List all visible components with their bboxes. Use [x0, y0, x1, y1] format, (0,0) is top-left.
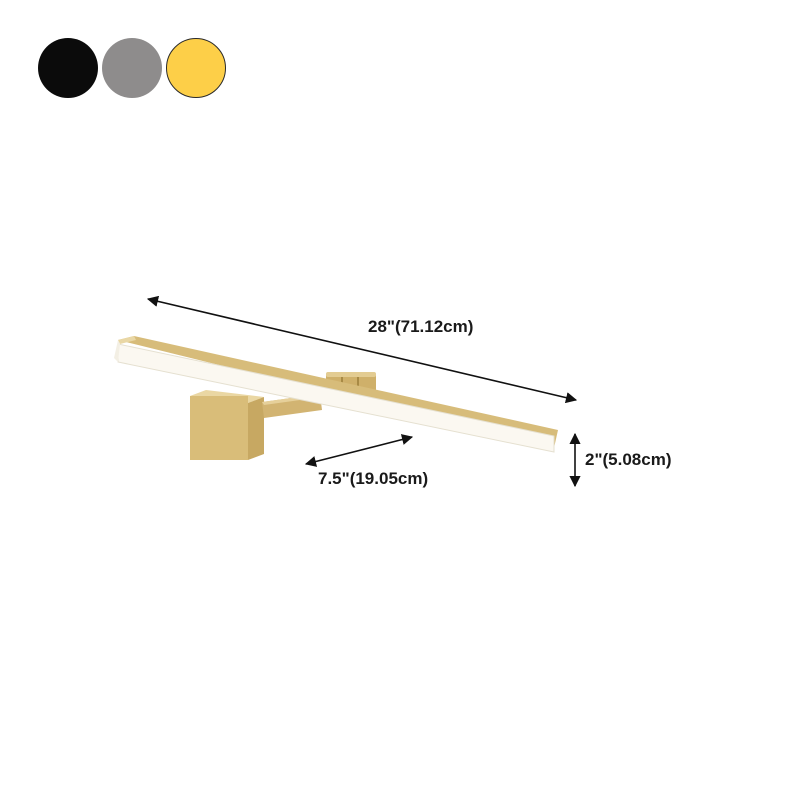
wall-mount-plate: [190, 390, 264, 460]
length-dimension-label: 28"(71.12cm): [368, 317, 474, 336]
depth-dimension-label: 7.5"(19.05cm): [318, 469, 429, 488]
light-bar: [114, 336, 558, 453]
height-dimension-label: 2"(5.08cm): [585, 450, 672, 469]
length-dimension-arrow: [146, 295, 578, 404]
color-swatch-black[interactable]: [38, 38, 98, 98]
color-swatch-gold[interactable]: [166, 38, 226, 98]
depth-dimension-arrow: [304, 434, 414, 467]
color-swatch-gray[interactable]: [102, 38, 162, 98]
